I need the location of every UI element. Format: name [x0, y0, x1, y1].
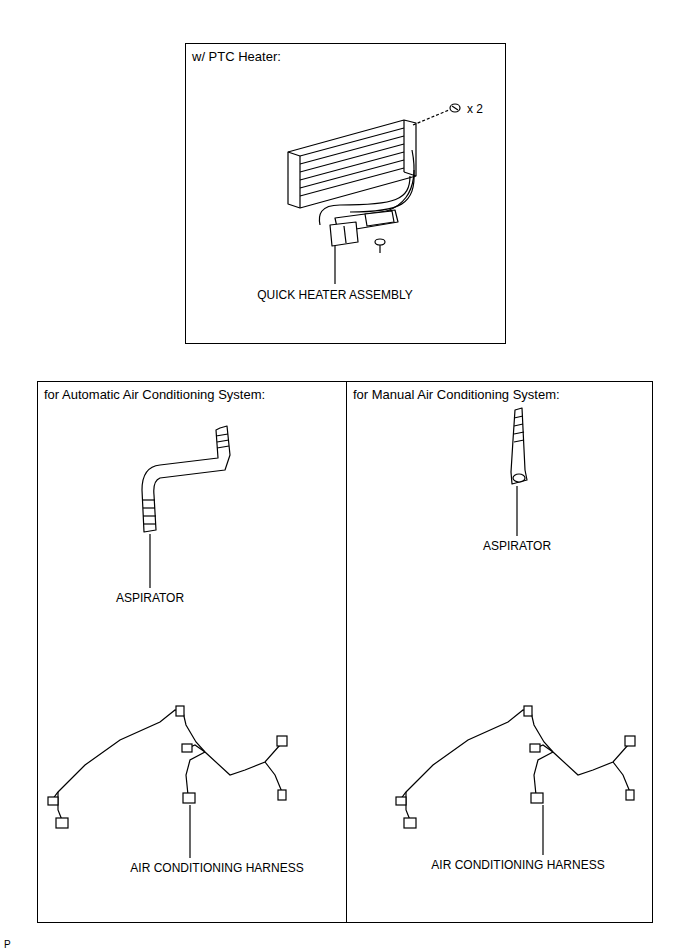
page-mark: P [3, 940, 12, 950]
panel-heading: for Manual Air Conditioning System: [353, 387, 560, 402]
part-name: ASPIRATOR [482, 540, 552, 552]
wire-harness [48, 706, 287, 858]
part-name: AIR CONDITIONING HARNESS [430, 859, 605, 871]
heater-core [288, 104, 460, 284]
part-name: QUICK HEATER ASSEMBLY [256, 289, 414, 301]
aspirator-manual [511, 408, 527, 536]
panel-box: for Automatic Air Conditioning System: [37, 381, 347, 923]
panel-heading: for Automatic Air Conditioning System: [44, 387, 265, 402]
part-name: ASPIRATOR [115, 592, 185, 604]
aspirator-auto [142, 426, 230, 588]
wire-harness [396, 706, 635, 855]
panel-heading: w/ PTC Heater: [192, 49, 281, 64]
quantity-note: x 2 [466, 103, 484, 115]
part-name: AIR CONDITIONING HARNESS [129, 862, 304, 874]
panel-box: for Manual Air Conditioning System: [346, 381, 653, 923]
